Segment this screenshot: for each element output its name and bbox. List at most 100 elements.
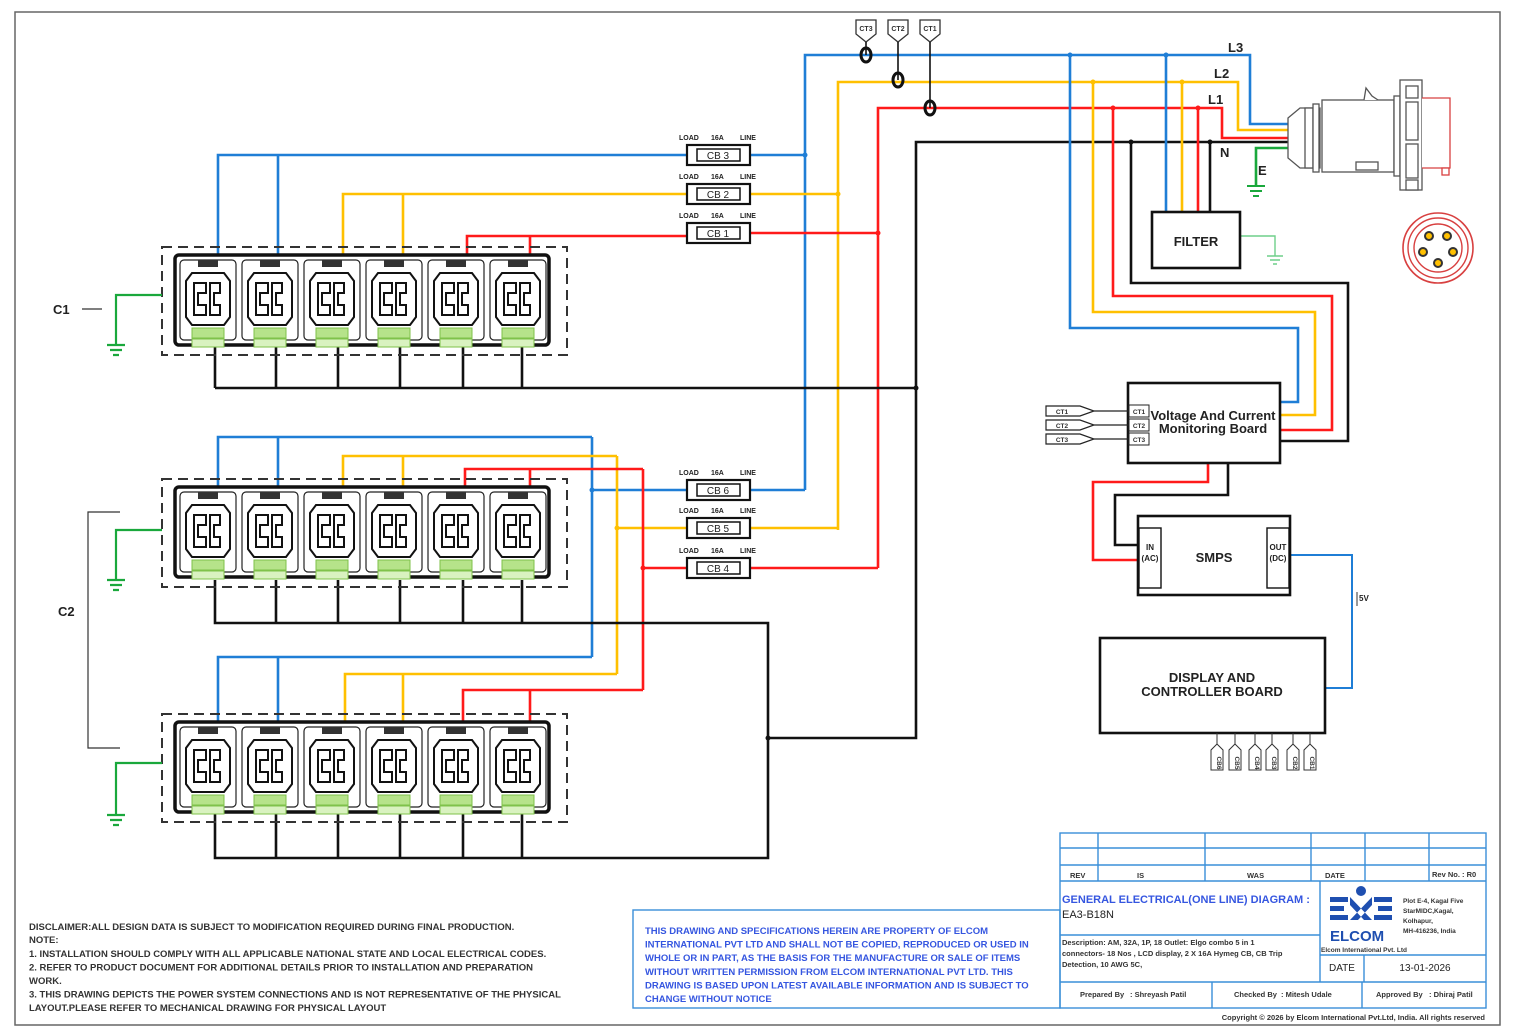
breaker-load-label: LOAD — [679, 213, 699, 220]
filter-ground-icon — [1267, 255, 1283, 265]
outlet-modules — [161, 246, 568, 823]
breaker-rating: 16A — [711, 470, 724, 477]
socket-outlet-icon — [303, 491, 361, 580]
socket-outlet-icon — [489, 259, 547, 348]
address-line-1: Plot E-4, Kagal Five — [1403, 898, 1464, 905]
earth-terminal — [439, 559, 473, 571]
breaker-load-label: LOAD — [679, 548, 699, 555]
property-notice-line: THIS DRAWING AND SPECIFICATIONS HEREIN A… — [645, 926, 988, 937]
group-label-c2: C2 — [58, 604, 75, 619]
smps-in-label: IN — [1146, 543, 1154, 552]
ct-connector-tag-icon — [1045, 433, 1096, 445]
date-value: 13-01-2026 — [1399, 963, 1451, 974]
earth-terminal — [501, 559, 535, 571]
industrial-plug-icon — [1287, 79, 1451, 191]
notes-list: 1. INSTALLATION SHOULD COMPLY WITH ALL A… — [29, 949, 561, 1014]
monitoring-board — [1126, 381, 1282, 465]
earth-ground-icon — [1247, 185, 1265, 197]
socket-outlet-icon — [179, 259, 237, 348]
earth-terminal — [439, 327, 473, 339]
breaker-load-label: LOAD — [679, 508, 699, 515]
earth-terminal — [377, 327, 411, 339]
monitoring-board-line2: Monitoring Board — [1159, 421, 1267, 436]
checked-by: : Mitesh Udale — [1281, 990, 1332, 999]
ct-ring-icon — [923, 99, 937, 117]
address-line-4: MH-416236, India — [1403, 928, 1456, 935]
cb-trip-tag-label: CB1 — [1308, 756, 1315, 769]
smps-voltage-label: 5V — [1359, 594, 1369, 603]
current-transformer: CT3 — [855, 19, 877, 64]
breaker-line-label: LINE — [740, 508, 756, 515]
socket-face-icon — [1402, 212, 1474, 284]
socket-outlet-icon — [427, 491, 485, 580]
ct-ring-icon — [891, 71, 905, 89]
title-block: REV IS WAS DATE Rev No. : R0 GENERAL ELE… — [1059, 832, 1487, 1009]
ct-tag-icon — [887, 19, 909, 43]
model-number: EA3-B18N — [1062, 909, 1114, 921]
earth-terminal — [315, 327, 349, 339]
breaker-label: CB 6 — [707, 486, 730, 497]
breaker-load-label: LOAD — [679, 135, 699, 142]
earth-terminal — [501, 327, 535, 339]
socket-outlet-icon — [365, 726, 423, 815]
ct-connector-tag-label: CT3 — [1056, 437, 1069, 444]
tb-rev: REV — [1070, 871, 1085, 880]
note-line: 2. REFER TO PRODUCT DOCUMENT FOR ADDITIO… — [29, 963, 533, 974]
ct-input-label: CT3 — [1133, 437, 1146, 444]
socket-outlet-icon — [365, 259, 423, 348]
smps-in-port — [1138, 527, 1162, 589]
ct-connector-tag-label: CT2 — [1056, 423, 1069, 430]
property-notice-line: DRAWING IS BASED UPON LATEST AVAILABLE I… — [645, 980, 1029, 991]
earth-terminal — [501, 794, 535, 806]
socket-outlet-icon — [303, 259, 361, 348]
ct-connector-tag-icon — [1045, 419, 1096, 431]
socket-outlet-icon — [241, 259, 299, 348]
tb-date-col: DATE — [1325, 871, 1345, 880]
breaker-line-label: LINE — [740, 174, 756, 181]
cb-trip-tag-label: CB6 — [1215, 756, 1222, 769]
breaker-rating: 16A — [711, 508, 724, 515]
elcom-logo-icon — [1330, 886, 1392, 920]
copyright: Copyright © 2026 by Elcom International … — [1222, 1013, 1486, 1022]
breaker-rating: 16A — [711, 135, 724, 142]
earth-terminal — [253, 327, 287, 339]
ct-connector-tag-label: CT1 — [1056, 409, 1069, 416]
property-notice-line: CHANGE WITHOUT NOTICE — [645, 994, 772, 1005]
group-bracket-c2 — [87, 511, 120, 749]
ct-connector-tag-icon — [1045, 405, 1096, 417]
tb-rev-no: Rev No. : R0 — [1432, 870, 1476, 879]
smps-out-type: (DC) — [1270, 554, 1287, 563]
cb-trip-tag-label: CB3 — [1270, 756, 1277, 769]
prepared-by: : Shreyash Patil — [1130, 990, 1186, 999]
earth-terminal — [191, 794, 225, 806]
display-controller-board — [1098, 636, 1327, 735]
cb-trip-tag-icon — [1265, 743, 1279, 771]
note-title: NOTE: — [29, 935, 59, 946]
address-line-2: StarMIDC,Kagal, — [1403, 908, 1454, 915]
smps-box — [1136, 514, 1292, 597]
socket-outlet-icon — [427, 726, 485, 815]
earth-terminal — [377, 794, 411, 806]
ct-tag-label: CT3 — [859, 26, 872, 33]
note-line: 3. THIS DRAWING DEPICTS THE POWER SYSTEM… — [29, 990, 561, 1001]
breaker-label: CB 4 — [707, 564, 730, 575]
smps-out-label: OUT — [1270, 543, 1287, 552]
filter-label: FILTER — [1174, 234, 1219, 249]
smps-out-port — [1266, 527, 1290, 589]
cb-trip-tag-icon — [1210, 743, 1224, 771]
cb-trip-tag-icon — [1228, 743, 1242, 771]
earth-terminal — [377, 559, 411, 571]
socket-outlet-icon — [179, 726, 237, 815]
smps-in-type: (AC) — [1142, 554, 1159, 563]
approved-by: : Dhiraj Patil — [1429, 990, 1473, 999]
description-line-3: Detection, 10 AWG 5C, — [1062, 960, 1142, 969]
breaker-line-label: LINE — [740, 135, 756, 142]
label-l2: L2 — [1214, 66, 1229, 81]
